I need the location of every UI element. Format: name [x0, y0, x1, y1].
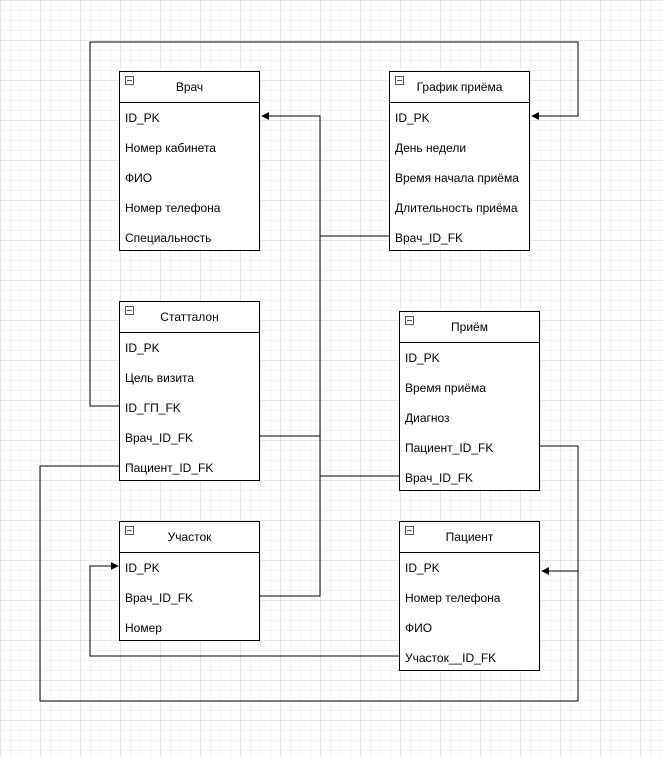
field-pacient-id-fk[interactable]: Пациент_ID_FK — [405, 441, 494, 455]
field-id-pk[interactable]: ID_PK — [395, 111, 430, 125]
field-cel-vizita[interactable]: Цель визита — [125, 371, 195, 385]
connector-stattalon-pacient — [39, 465, 579, 702]
collapse-icon[interactable] — [125, 76, 134, 85]
entity-title: Врач — [175, 80, 204, 94]
field-nomer-kabineta[interactable]: Номер кабинета — [125, 141, 216, 155]
field-nomer-telefona[interactable]: Номер телефона — [125, 201, 221, 215]
entity-stattalon[interactable]: Статталон ID_PK Цель визита ID_ГП_FK Вра… — [119, 301, 260, 481]
field-vrach-id-fk[interactable]: Врач_ID_FK — [405, 471, 474, 485]
entity-title: Участок — [167, 530, 212, 544]
entity-grafik-priema[interactable]: График приёма ID_PK День недели Время на… — [389, 71, 530, 251]
field-nomer-telefona[interactable]: Номер телефона — [405, 591, 501, 605]
connector-pacient-uchastok — [89, 562, 400, 657]
collapse-icon[interactable] — [405, 526, 414, 535]
field-diagnoz[interactable]: Диагноз — [405, 411, 450, 425]
entity-header[interactable]: Врач — [120, 72, 259, 103]
connector-stattalon-grafik — [89, 41, 579, 407]
field-den-nedeli[interactable]: День недели — [395, 141, 467, 155]
field-nomer[interactable]: Номер — [125, 621, 162, 635]
connector-priem-pacient — [540, 445, 579, 575]
collapse-icon[interactable] — [125, 306, 134, 315]
field-vremya-priema[interactable]: Время приёма — [405, 381, 486, 395]
entity-header[interactable]: Участок — [120, 522, 259, 553]
entity-uchastok[interactable]: Участок ID_PK Врач_ID_FK Номер — [119, 521, 260, 641]
field-vrach-id-fk[interactable]: Врач_ID_FK — [395, 231, 464, 245]
field-pacient-id-fk[interactable]: Пациент_ID_FK — [125, 461, 214, 475]
collapse-icon[interactable] — [395, 76, 404, 85]
field-id-pk[interactable]: ID_PK — [125, 111, 160, 125]
connector-grafik-vrach — [261, 112, 390, 237]
field-vrach-id-fk[interactable]: Врач_ID_FK — [125, 591, 194, 605]
entity-header[interactable]: Статталон — [120, 302, 259, 333]
field-id-pk[interactable]: ID_PK — [405, 561, 440, 575]
field-fio[interactable]: ФИО — [405, 621, 433, 635]
field-id-gp-fk[interactable]: ID_ГП_FK — [125, 401, 181, 415]
field-dlitelnost[interactable]: Длительность приёма — [395, 201, 518, 215]
field-uchastok-id-fk[interactable]: Участок__ID_FK — [405, 651, 497, 665]
field-id-pk[interactable]: ID_PK — [125, 341, 160, 355]
collapse-icon[interactable] — [405, 316, 414, 325]
entity-vrach[interactable]: Врач ID_PK Номер кабинета ФИО Номер теле… — [119, 71, 260, 251]
connector-uchastok-vrach — [260, 236, 321, 597]
entity-header[interactable]: Приём — [400, 312, 539, 343]
entity-header[interactable]: График приёма — [390, 72, 529, 103]
field-vremya-nachala[interactable]: Время начала приёма — [395, 171, 519, 185]
entity-title: График приёма — [416, 80, 503, 94]
field-id-pk[interactable]: ID_PK — [125, 561, 160, 575]
entity-title: Статталон — [160, 310, 219, 324]
entity-title: Пациент — [445, 530, 494, 544]
field-vrach-id-fk[interactable]: Врач_ID_FK — [125, 431, 194, 445]
field-fio[interactable]: ФИО — [125, 171, 153, 185]
field-id-pk[interactable]: ID_PK — [405, 351, 440, 365]
entity-header[interactable]: Пациент — [400, 522, 539, 553]
entity-title: Приём — [451, 320, 488, 334]
field-specialnost[interactable]: Специальность — [125, 231, 212, 245]
collapse-icon[interactable] — [125, 526, 134, 535]
entity-pacient[interactable]: Пациент ID_PK Номер телефона ФИО Участок… — [399, 521, 540, 671]
entity-priem[interactable]: Приём ID_PK Время приёма Диагноз Пациент… — [399, 311, 540, 491]
